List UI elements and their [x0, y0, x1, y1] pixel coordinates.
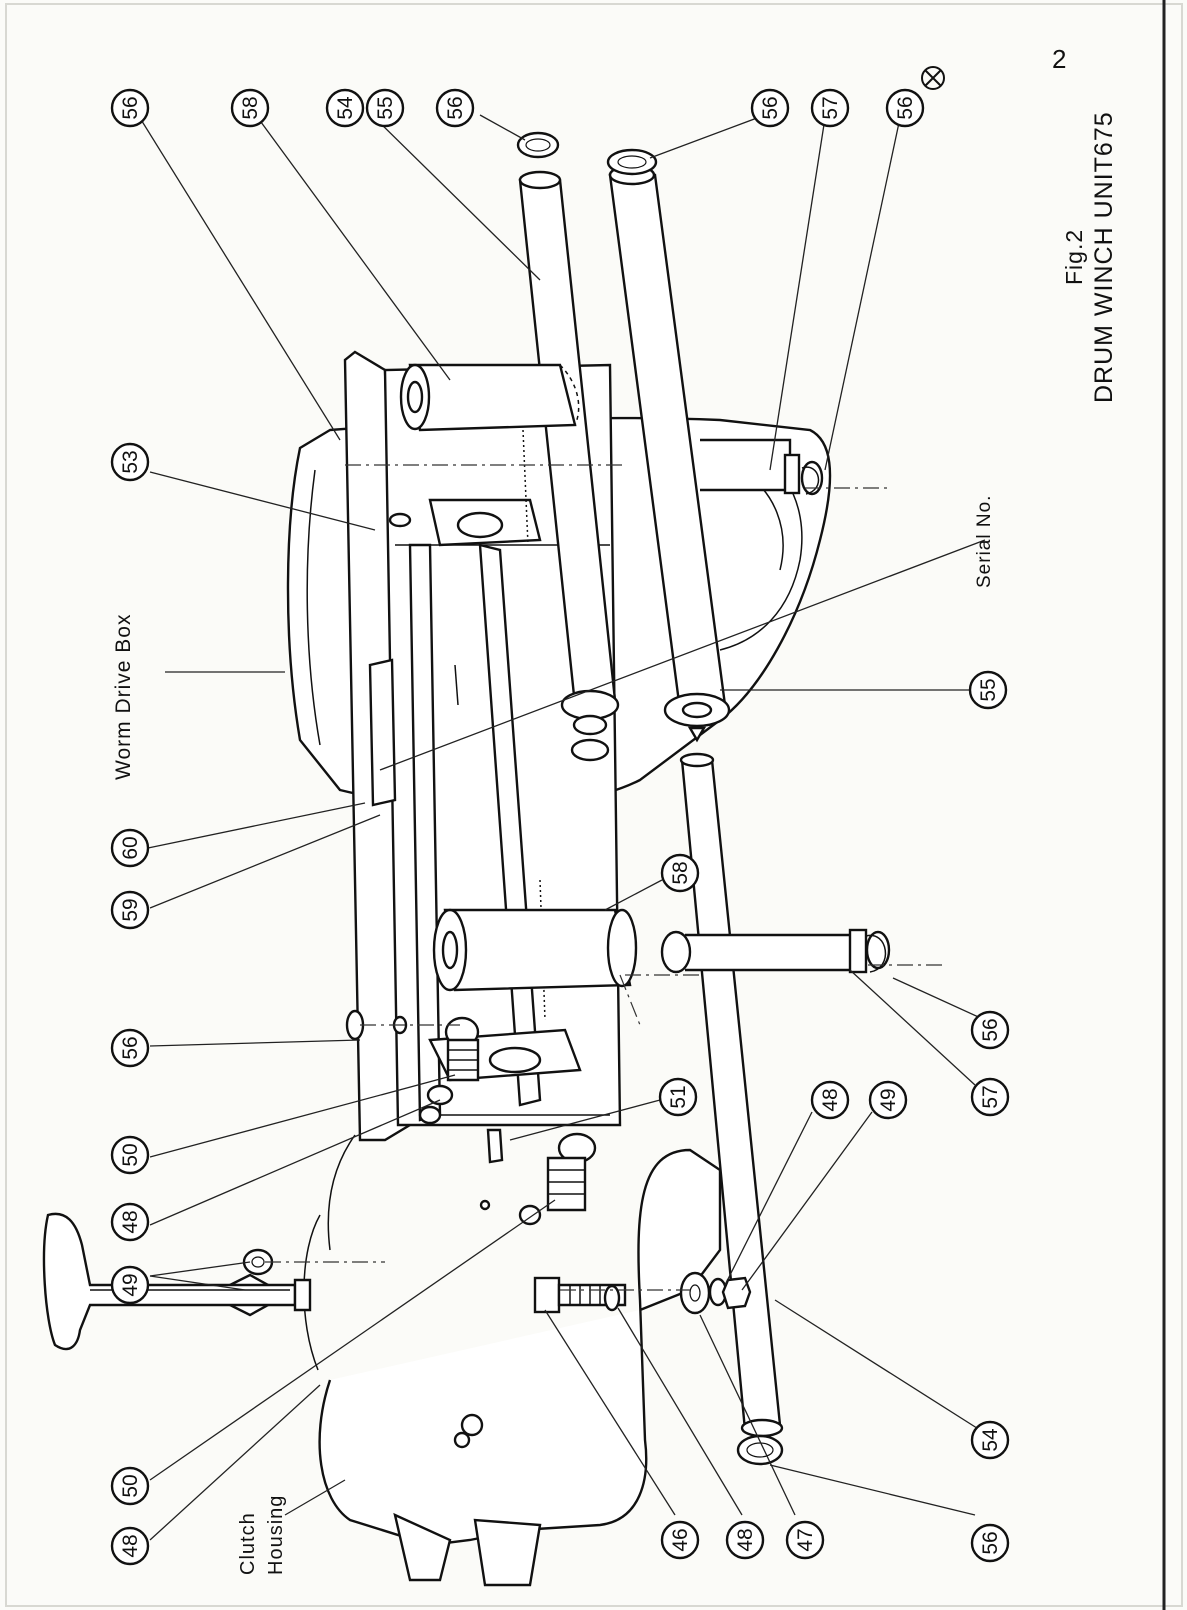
svg-text:47: 47 [794, 1528, 817, 1551]
callout-56-bottom: 56 [970, 1523, 1010, 1563]
svg-text:57: 57 [819, 96, 842, 119]
washer-47 [679, 1271, 711, 1315]
dowel-51 [479, 1128, 504, 1211]
shaft-54-upper [518, 170, 620, 736]
circlip-top-1 [516, 131, 560, 159]
clutch-housing [303, 1134, 722, 1587]
svg-text:56: 56 [979, 1018, 1002, 1041]
svg-text:48: 48 [734, 1528, 757, 1551]
callout-57-right: 57 [970, 1077, 1010, 1117]
svg-text:54: 54 [334, 96, 357, 120]
crosshair-icon [921, 66, 945, 90]
bolt-50-upper [444, 1016, 480, 1082]
callout-57-top: 57 [810, 88, 850, 128]
svg-text:60: 60 [119, 836, 142, 859]
spacer-58-lower [432, 908, 638, 992]
svg-text:56: 56 [759, 96, 782, 119]
pin-57-lower [660, 928, 891, 974]
callout-50-left: 50 [110, 1135, 150, 1175]
housing-label: Housing [265, 1495, 287, 1575]
callout-54-top: 54 [325, 88, 365, 128]
svg-text:59: 59 [119, 898, 142, 921]
callout-56-top-a: 56 [110, 88, 150, 128]
svg-text:46: 46 [669, 1528, 692, 1551]
circlip-top-2 [606, 148, 658, 176]
callout-48-mid: 48 [810, 1080, 850, 1120]
svg-text:51: 51 [667, 1085, 690, 1108]
page-border [5, 3, 1183, 1607]
svg-text:58: 58 [669, 861, 692, 884]
circlip-mid [570, 738, 610, 762]
crank-handle [42, 1212, 312, 1351]
callout-58-mid: 58 [660, 853, 700, 893]
washer-48-left [242, 1248, 274, 1276]
center-lines [265, 464, 945, 1291]
callout-49-left: 49 [110, 1265, 150, 1305]
clutch-label: Clutch [237, 1512, 259, 1575]
callout-51: 51 [658, 1077, 698, 1117]
callout-55-right: 55 [968, 670, 1008, 710]
svg-text:48: 48 [819, 1088, 842, 1111]
svg-text:49: 49 [119, 1273, 142, 1296]
spacer-58-upper [399, 363, 580, 432]
washer-48-lower [603, 1284, 621, 1312]
callout-56-top-c: 56 [750, 88, 790, 128]
svg-text:56: 56 [119, 1036, 142, 1059]
svg-text:56: 56 [119, 96, 142, 119]
figure-label: Fig.2 [1061, 229, 1087, 285]
svg-text:55: 55 [977, 678, 1000, 701]
svg-text:57: 57 [979, 1085, 1002, 1108]
callout-54-bottom: 54 [970, 1420, 1010, 1460]
worm-drive-box-label: Worm Drive Box [112, 614, 135, 780]
washer-48-frame [418, 1084, 542, 1226]
svg-text:55: 55 [374, 96, 397, 119]
bolt-50-lower [546, 1132, 597, 1212]
figure-title: DRUM WINCH UNIT675 [1090, 111, 1118, 403]
callout-56-left: 56 [110, 1028, 150, 1068]
callout-50-bottom: 50 [110, 1466, 150, 1506]
callout-49-mid: 49 [868, 1080, 908, 1120]
svg-text:53: 53 [119, 450, 142, 473]
callout-56-right: 56 [970, 1010, 1010, 1050]
svg-text:56: 56 [444, 96, 467, 119]
page-number: 2 [1052, 44, 1066, 74]
nut-49-mid [721, 1276, 752, 1310]
callout-46-bottom: 46 [660, 1520, 700, 1560]
callout-48-bottom2: 48 [725, 1520, 765, 1560]
callout-48-left: 48 [110, 1202, 150, 1242]
callout-53: 53 [110, 442, 150, 482]
svg-text:56: 56 [979, 1531, 1002, 1554]
callout-59: 59 [110, 890, 150, 930]
callout-58-top: 58 [230, 88, 270, 128]
callout-47-bottom: 47 [785, 1520, 825, 1560]
svg-text:48: 48 [119, 1210, 142, 1233]
svg-text:50: 50 [119, 1143, 142, 1166]
svg-text:48: 48 [119, 1534, 142, 1557]
callout-56-top-b: 56 [435, 88, 475, 128]
svg-text:54: 54 [979, 1428, 1002, 1452]
serial-no-label: Serial No. [974, 495, 995, 588]
svg-text:56: 56 [894, 96, 917, 119]
svg-text:49: 49 [877, 1088, 900, 1111]
leader-lines [139, 114, 986, 1541]
callout-56-top-d: 56 [885, 88, 925, 128]
callout-55-top: 55 [365, 88, 405, 128]
callout-48-bottom: 48 [110, 1526, 150, 1566]
pin-57-upper [700, 438, 824, 496]
svg-text:58: 58 [239, 96, 262, 119]
callout-60: 60 [110, 828, 150, 868]
svg-text:50: 50 [119, 1474, 142, 1497]
